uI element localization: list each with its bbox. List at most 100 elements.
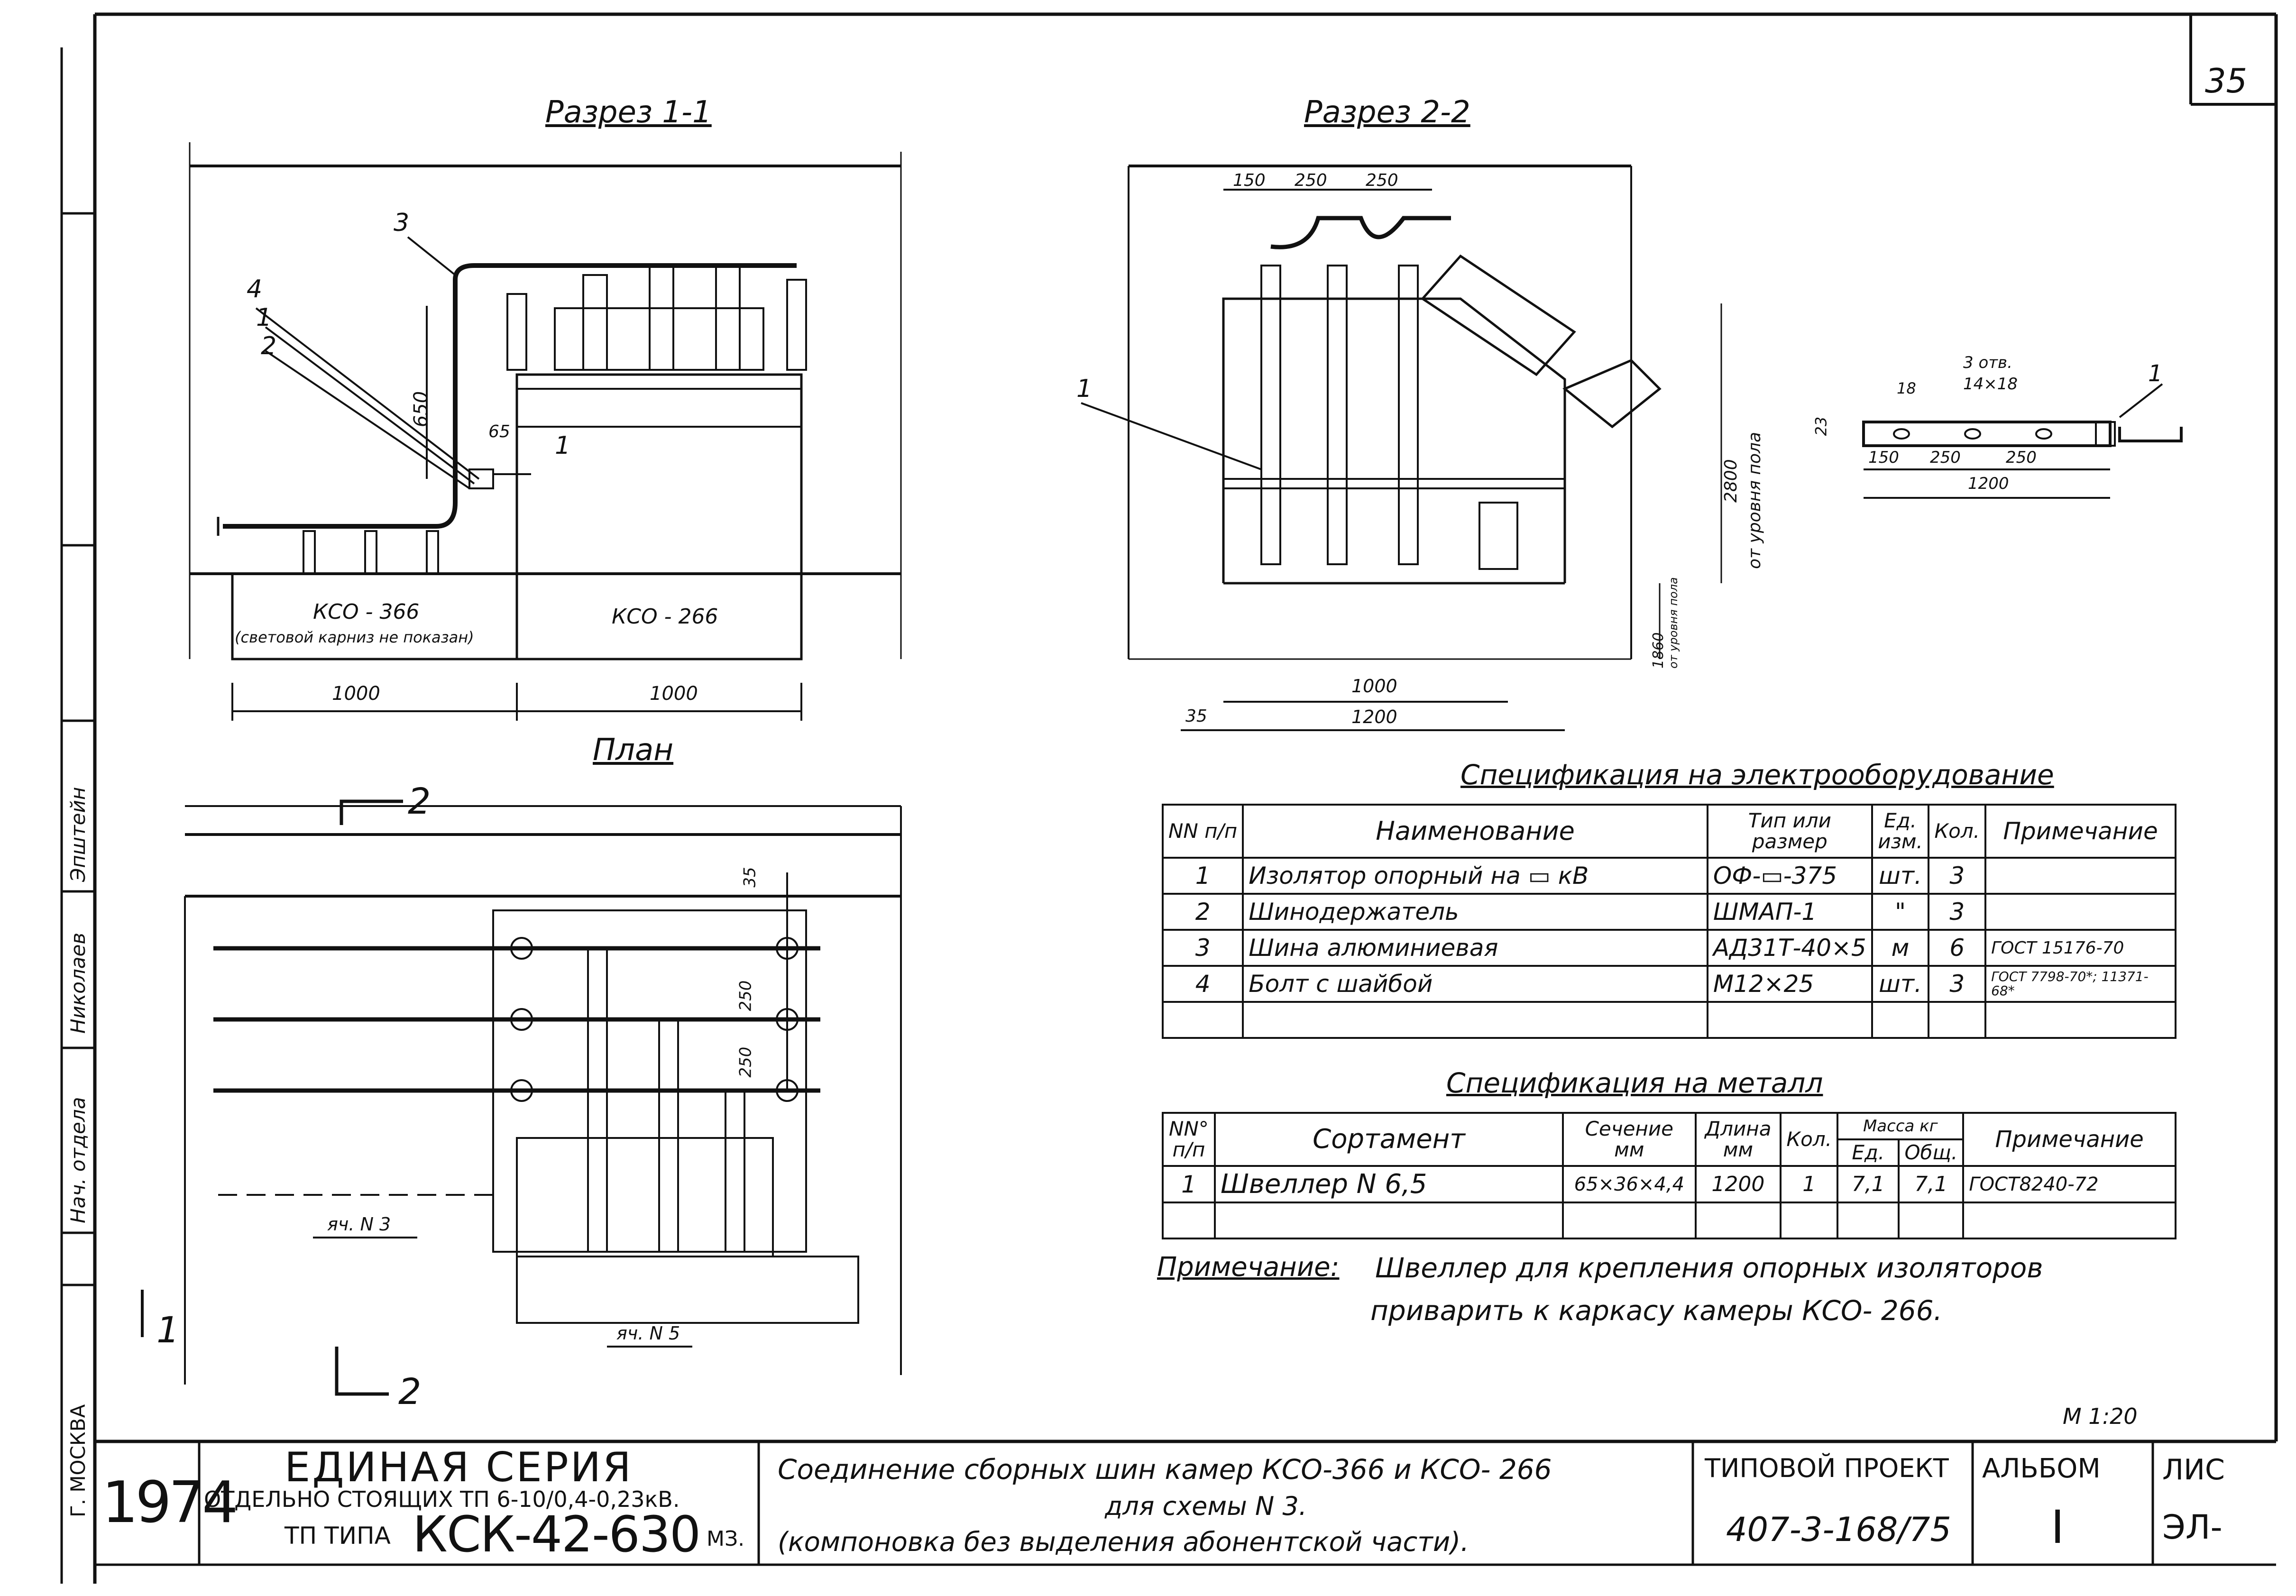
sheet-label: ЛИС <box>2162 1453 2225 1486</box>
cell-nn: 3 <box>1161 929 1244 967</box>
title-year: 1974 <box>102 1470 238 1536</box>
hdr-nn: NN° п/п <box>1162 1112 1216 1167</box>
hdr-qty: Кол. <box>1928 804 1987 859</box>
spec-electrical-header: NN п/п Наименование Тип или размер Ед. и… <box>1161 804 2177 859</box>
cell-note: ГОСТ8240-72 <box>1962 1165 2177 1203</box>
desc-line-3: (компоновка без выделения абонентской ча… <box>778 1527 1469 1558</box>
table-row-empty <box>1161 1001 2177 1039</box>
cell-qty: 3 <box>1928 857 1987 895</box>
dim-1000-right: 1000 <box>650 683 698 705</box>
height-2800-note: от уровня пола <box>1745 431 1764 569</box>
cell-unit: " <box>1871 893 1930 931</box>
hdr-mass-total: Общ. <box>1898 1138 1965 1167</box>
cell-type: АД31Т-40×5 <box>1706 929 1873 967</box>
hdr-name: Наименование <box>1242 804 1708 859</box>
cell-qty: 3 <box>1928 893 1987 931</box>
cell-nn: 1 <box>1161 857 1244 895</box>
desc-line-1: Соединение сборных шин камер КСО-366 и К… <box>778 1453 1552 1486</box>
section-1-1-geometry <box>189 142 902 721</box>
callout-1a: 1 <box>256 303 272 332</box>
section-mark-1: 1 <box>156 1309 180 1351</box>
dim-1000-left: 1000 <box>332 683 380 705</box>
height-1860-note: от уровня пола <box>1667 577 1680 669</box>
stamp-city: Г. МОСКВА <box>66 1404 90 1517</box>
cell-qty: 3 <box>1928 965 1987 1003</box>
project-label: ТИПОВОЙ ПРОЕКТ <box>1705 1453 1949 1483</box>
callout-2: 2 <box>261 332 277 360</box>
callout-1b: 1 <box>555 431 571 460</box>
cell-note: ГОСТ 15176-70 <box>1984 929 2177 967</box>
detail-dim-150: 150 <box>1868 448 1899 467</box>
cell-note: ГОСТ 7798-70*; 11371-68* <box>1984 965 2177 1003</box>
callout-4: 4 <box>247 275 263 303</box>
cell-qty: 1 <box>1780 1165 1839 1203</box>
hdr-mass: Масса кг <box>1837 1112 1965 1140</box>
table-row: 1 Швеллер N 6,5 65×36×4,4 1200 1 7,1 7,1… <box>1162 1165 2177 1203</box>
spec-metal-table: NN° п/п Сортамент Сечение мм Длина мм Ко… <box>1162 1112 2177 1239</box>
cell-name: Изолятор опорный на ▭ кВ <box>1242 857 1708 895</box>
plan-dim-250a: 250 <box>736 980 755 1011</box>
series-title: ЕДИНАЯ СЕРИЯ <box>285 1444 633 1491</box>
spec-electrical-title: Спецификация на электрооборудование <box>1460 759 2054 791</box>
cell-nn: 2 <box>1161 893 1244 931</box>
hdr-qty: Кол. <box>1780 1112 1839 1167</box>
spec-metal-header: NN° п/п Сортамент Сечение мм Длина мм Ко… <box>1162 1112 2177 1167</box>
detail-dim-250a: 250 <box>1930 448 1961 467</box>
note-line-2: приварить к каркасу камеры КСО- 266. <box>1370 1294 1943 1327</box>
detail-dim-23: 23 <box>1812 416 1830 436</box>
sheet-code: ЭЛ- <box>2162 1508 2223 1547</box>
chamber-kso-366-note: (световой карниз не показан) <box>235 628 474 646</box>
callout-3: 3 <box>394 209 410 237</box>
stamp-role-2: Эпштейн <box>66 787 90 882</box>
project-number: 407-3-168/75 <box>1726 1510 1951 1549</box>
spec-metal-title: Спецификация на металл <box>1446 1067 1823 1099</box>
series-subtitle: ОТДЕЛЬНО СТОЯЩИХ ТП 6-10/0,4-0,23кВ. <box>204 1486 680 1512</box>
cell-section: 65×36×4,4 <box>1562 1165 1697 1203</box>
cell-note <box>1984 857 2177 895</box>
height-1860: 1860 <box>1650 632 1667 669</box>
cell-unit: шт. <box>1871 965 1930 1003</box>
dim-250b: 250 <box>1366 171 1398 190</box>
table-row: 3 Шина алюминиевая АД31Т-40×5 м 6 ГОСТ 1… <box>1161 929 2177 967</box>
height-2800: 2800 <box>1721 459 1741 503</box>
tp-prefix: ТП ТИПА <box>285 1522 391 1550</box>
hdr-section: Сечение мм <box>1562 1112 1697 1167</box>
tp-suffix: МЗ. <box>707 1527 745 1551</box>
plan-dim-35: 35 <box>740 867 760 888</box>
cell-type: ШМАП-1 <box>1706 893 1873 931</box>
hdr-type: Тип или размер <box>1706 804 1873 859</box>
stamp-role-1: Нач. отдела <box>66 1097 90 1223</box>
album-number: I <box>2051 1501 2065 1554</box>
cell-name: Шина алюминиевая <box>1242 929 1708 967</box>
dim-150: 150 <box>1233 171 1266 190</box>
cell-name: Болт с шайбой <box>1242 965 1708 1003</box>
detail-dim-250b: 250 <box>2006 448 2037 467</box>
cell-length: 1200 <box>1694 1165 1782 1203</box>
stamp-sign-1: Николаев <box>66 932 90 1034</box>
detail-dim-18: 18 <box>1897 379 1916 397</box>
holes-label: 3 отв. <box>1963 353 2012 372</box>
cell-unit: м <box>1871 929 1930 967</box>
cell-nn: 1 <box>1162 1165 1216 1203</box>
holes-size: 14×18 <box>1963 375 2018 394</box>
plan-dim-250b: 250 <box>736 1046 755 1078</box>
section-2-2-geometry <box>1081 165 1722 731</box>
section-mark-2-top: 2 <box>408 780 431 822</box>
table-row: 2 Шинодержатель ШМАП-1 " 3 <box>1161 893 2177 931</box>
plan-title: План <box>593 733 674 768</box>
note-line-1: Швеллер для крепления опорных изоляторов <box>1375 1252 2043 1284</box>
dim-1200: 1200 <box>1351 706 1397 727</box>
scale-label: М 1:20 <box>2063 1403 2138 1429</box>
hdr-note: Примечание <box>1962 1112 2177 1167</box>
album-label: АЛЬБОМ <box>1982 1453 2101 1484</box>
cell-unit: шт. <box>1871 857 1930 895</box>
desc-line-2: для схемы N 3. <box>1105 1491 1307 1521</box>
plan-cell-3: яч. N 3 <box>327 1214 391 1235</box>
tp-type: КСК-42-630 <box>413 1505 701 1563</box>
cell-note <box>1984 893 2177 931</box>
spec-metal-subheader: Ед. Общ. <box>1163 1138 2176 1167</box>
plan-cell-5: яч. N 5 <box>616 1323 680 1344</box>
note-label: Примечание: <box>1157 1252 1340 1283</box>
dim-65: 65 <box>488 422 510 441</box>
table-row: 4 Болт с шайбой М12×25 шт. 3 ГОСТ 7798-7… <box>1161 965 2177 1003</box>
